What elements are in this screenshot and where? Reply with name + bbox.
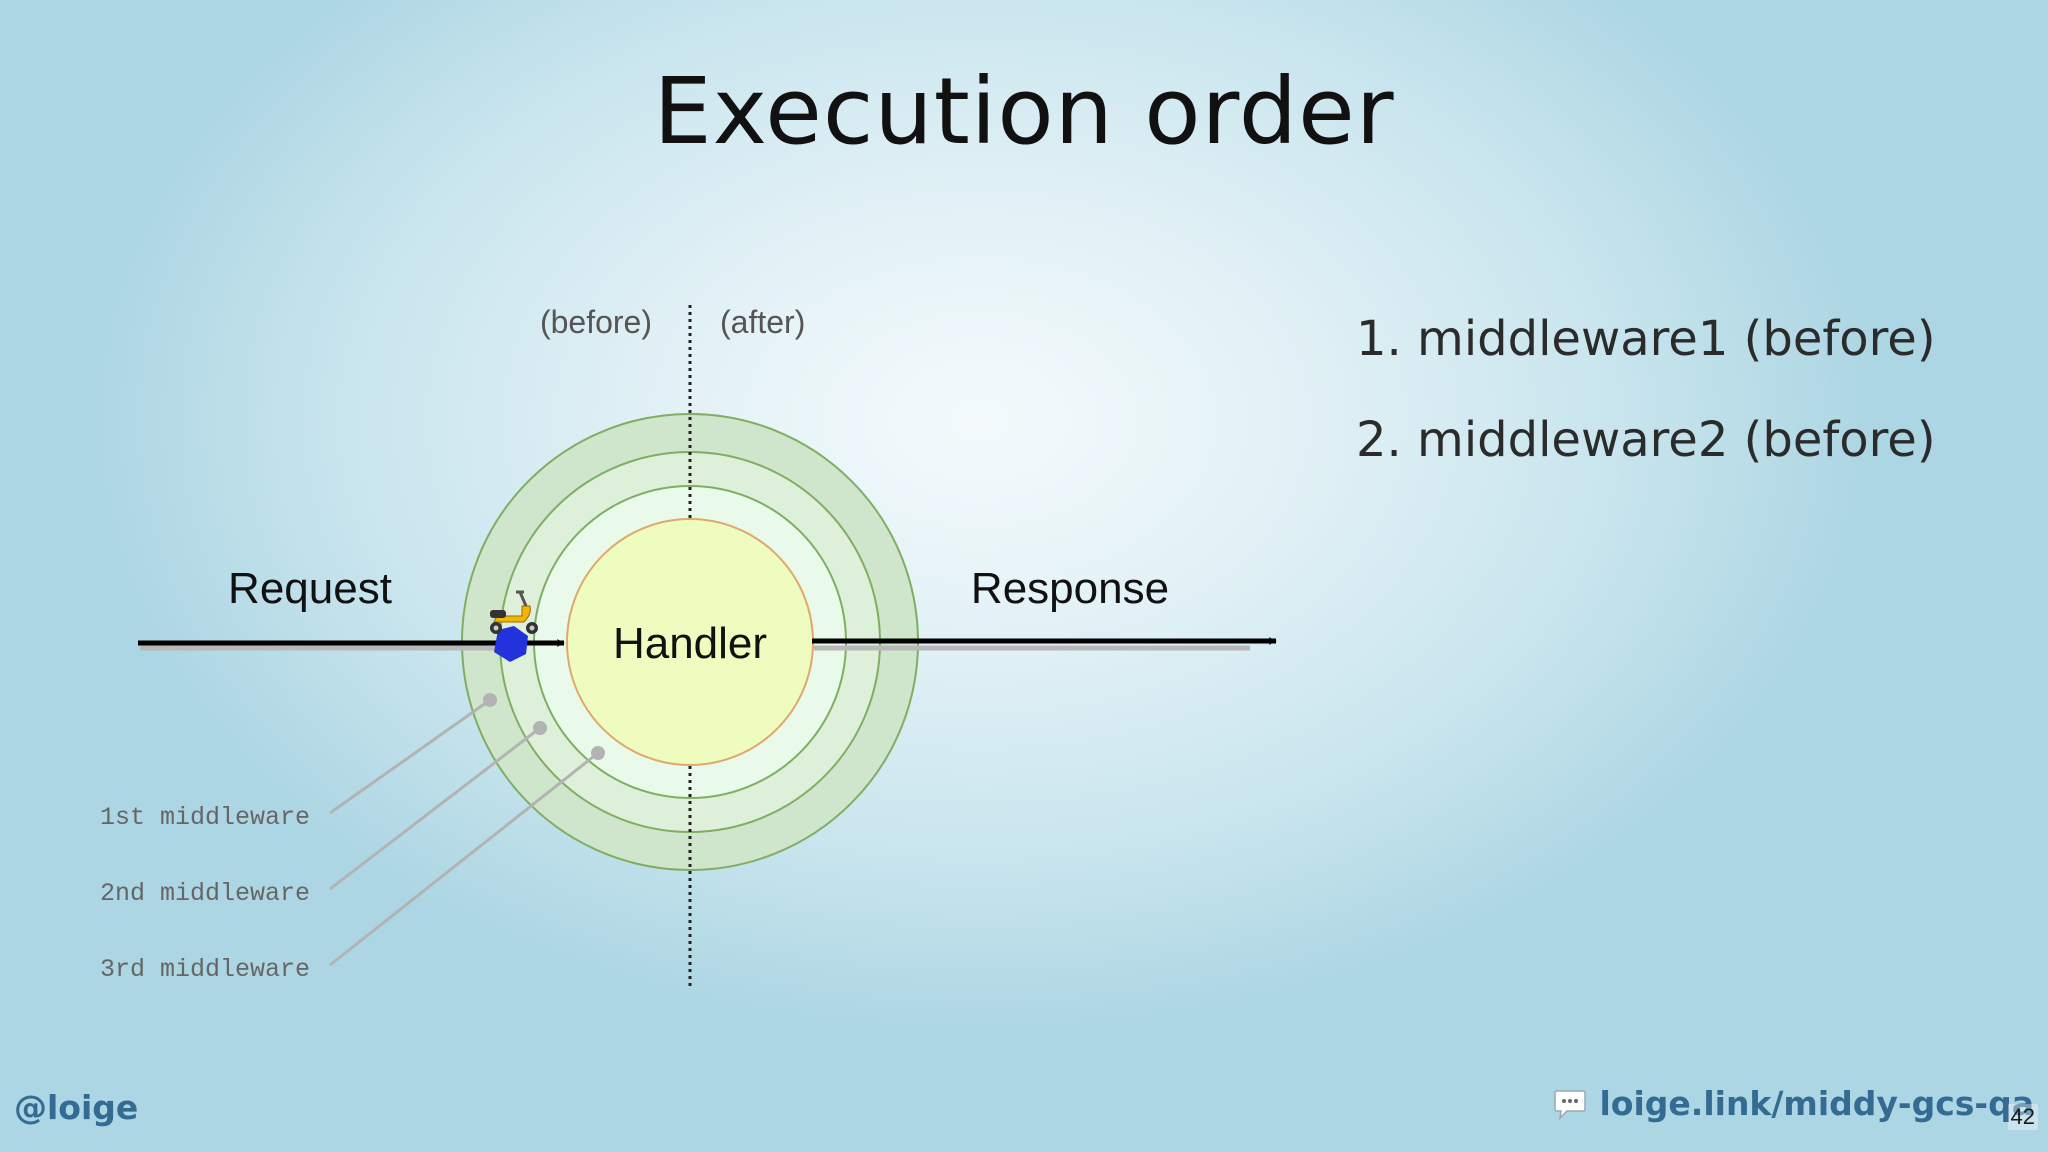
pointer-dot-3rd [591,746,605,760]
layer-label-3rd: 3rd middleware [100,955,310,984]
pointer-line-1st [329,698,491,815]
pointer-lines [329,693,605,967]
execution-step: 1. middleware1 (before) [1356,311,1936,367]
request-label: Request [228,564,392,613]
twitter-handle[interactable]: @loige [14,1088,139,1127]
execution-steps-list: 1. middleware1 (before) 2. middleware2 (… [1356,306,1936,508]
layer-label-2nd: 2nd middleware [100,879,310,908]
pointer-dot-2nd [533,721,547,735]
footer-link[interactable]: loige.link/middy-gcs-qa [1599,1084,2034,1123]
slide-title: Execution order [653,58,1395,165]
request-token [494,626,528,662]
after-label: (after) [720,304,805,340]
chat-bubble-icon [1554,1089,1587,1120]
footer-link-group[interactable]: loige.link/middy-gcs-qa [1553,1084,2034,1123]
scooter-icon [490,590,538,634]
response-label: Response [971,564,1169,613]
layer-label-1st: 1st middleware [100,803,310,832]
pointer-line-2nd [329,726,541,891]
page-number: 42 [2007,1104,2038,1130]
before-label: (before) [540,304,652,340]
pointer-line-3rd [329,751,599,967]
pointer-dot-1st [483,693,497,707]
handler-label: Handler [613,619,767,668]
execution-step: 2. middleware2 (before) [1356,412,1936,468]
